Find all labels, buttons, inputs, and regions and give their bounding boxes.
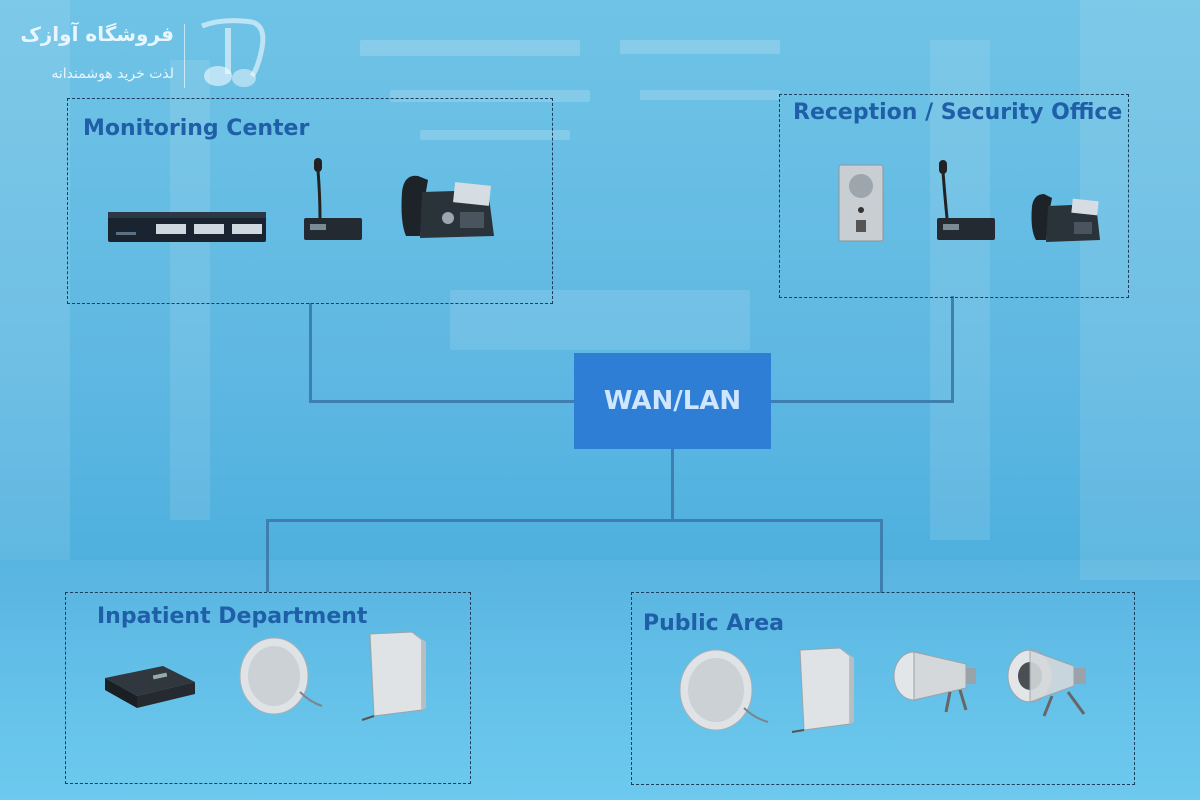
ip-phone-icon xyxy=(401,175,494,238)
store-logo[interactable]: فروشگاه آوازک لذت خرید هوشمندانه xyxy=(20,14,274,94)
group-public-area xyxy=(631,592,1135,785)
link-monitoring-horizontal xyxy=(309,400,575,403)
group-title-inpatient: Inpatient Department xyxy=(97,604,368,629)
wall-speaker-icon xyxy=(791,647,854,733)
hub-label: WAN/LAN xyxy=(603,386,742,416)
music-note-icon xyxy=(201,18,266,87)
group-title-reception: Reception / Security Office xyxy=(793,100,1123,125)
ip-phone-icon xyxy=(1031,194,1100,242)
intercom-panel-icon xyxy=(838,164,884,242)
paging-microphone-icon xyxy=(937,160,995,240)
link-hub-down xyxy=(671,449,674,522)
link-public-vertical xyxy=(880,519,883,593)
logo-name: فروشگاه آوازک xyxy=(20,22,174,46)
group-monitoring-center xyxy=(67,98,553,304)
link-reception-vertical xyxy=(951,296,954,403)
link-branch-horizontal xyxy=(266,519,883,522)
horn-speaker-icon xyxy=(1007,649,1086,717)
logo-divider xyxy=(184,24,185,88)
audio-amplifier-icon xyxy=(105,666,195,708)
group-title-public: Public Area xyxy=(643,611,784,636)
group-inpatient-department xyxy=(65,592,471,784)
group-title-monitoring: Monitoring Center xyxy=(83,116,310,141)
network-switch-icon xyxy=(108,212,266,242)
horn-speaker-icon xyxy=(893,651,976,713)
link-inpatient-vertical xyxy=(266,519,269,592)
group-reception-security xyxy=(779,94,1129,298)
wall-speaker-icon xyxy=(361,631,426,721)
logo-tagline: لذت خرید هوشمندانه xyxy=(51,66,174,82)
wan-lan-hub: WAN/LAN xyxy=(574,353,771,449)
ceiling-speaker-icon xyxy=(239,637,323,715)
ceiling-speaker-icon xyxy=(679,649,769,731)
link-monitoring-vertical xyxy=(309,303,312,403)
paging-microphone-icon xyxy=(304,158,362,240)
link-reception-horizontal xyxy=(771,400,954,403)
